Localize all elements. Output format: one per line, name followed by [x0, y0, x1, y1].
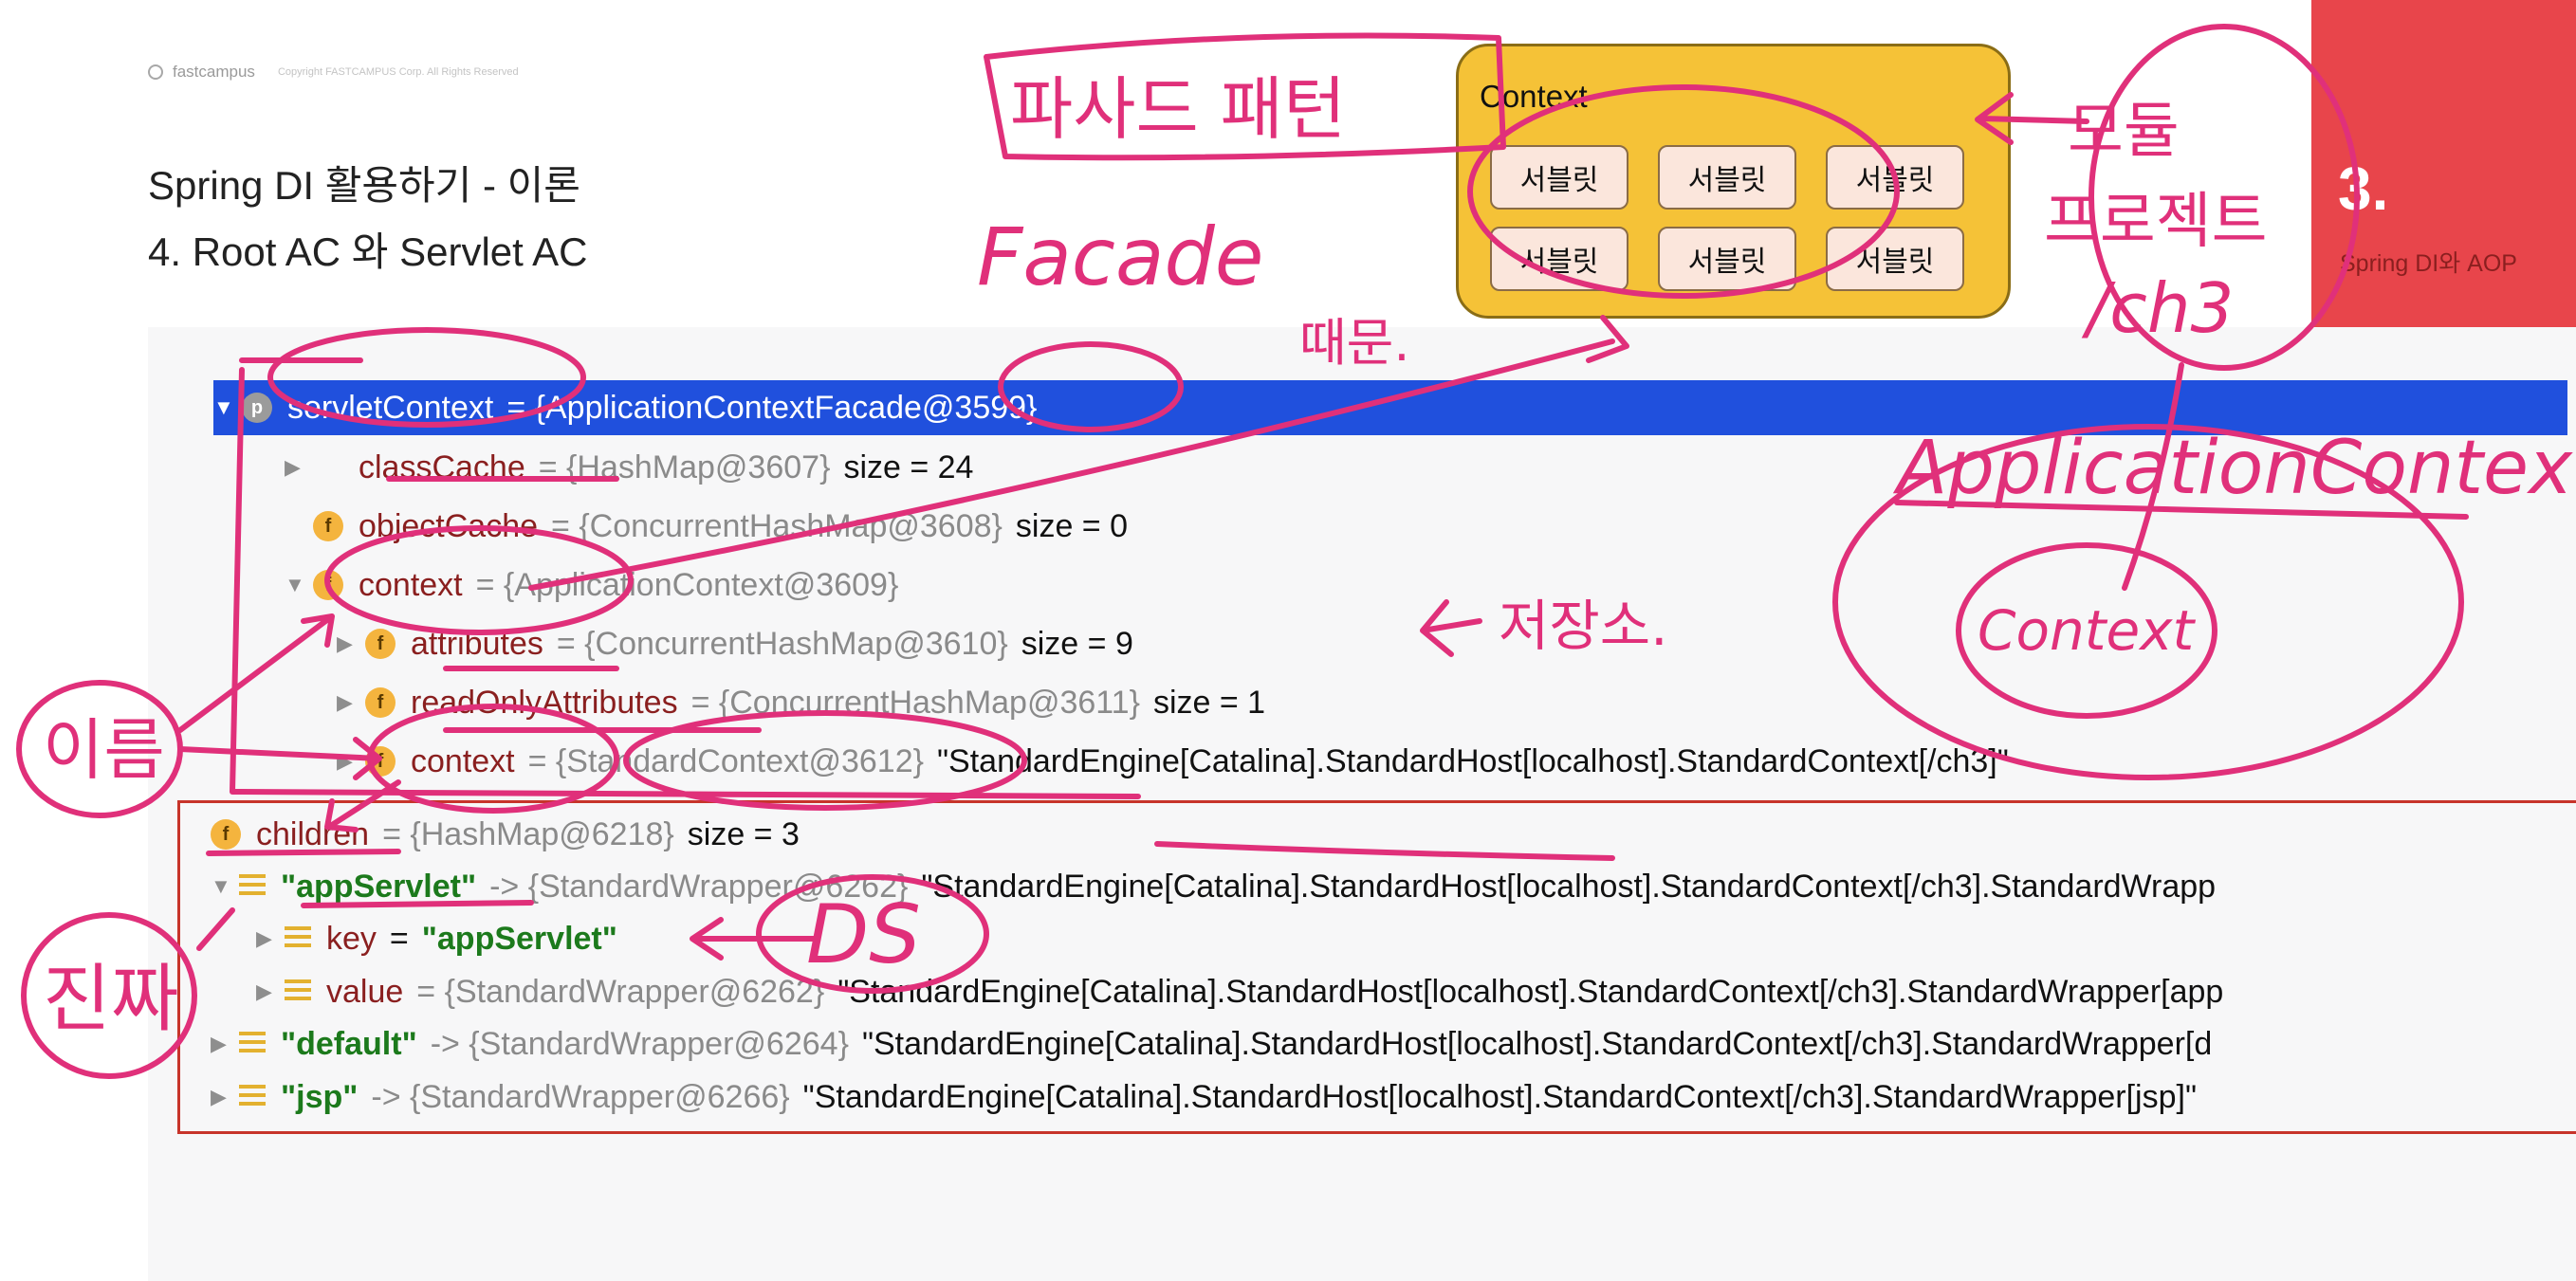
servlet-box: 서블릿	[1658, 145, 1796, 210]
field-icon: f	[365, 687, 396, 718]
variable-extra: "appServlet"	[421, 920, 617, 957]
chapter-name: Spring DI와 AOP	[2340, 250, 2517, 277]
map-entry-icon	[239, 1032, 266, 1056]
variable-value: = {StandardContext@3612}	[527, 742, 924, 779]
map-entry-icon	[285, 926, 311, 951]
slide-title: Spring DI 활용하기 - 이론	[148, 163, 580, 208]
expand-triangle-icon[interactable]: ▶	[211, 1032, 227, 1055]
copyright-text: Copyright FASTCAMPUS Corp. All Rights Re…	[277, 66, 519, 78]
variable-extra: "StandardEngine[Catalina].StandardHost[l…	[921, 868, 2217, 905]
context-diagram-title: Context	[1480, 79, 1588, 114]
context-diagram: Context 서블릿 서블릿 서블릿 서블릿 서블릿 서블릿	[1456, 44, 2011, 319]
expand-triangle-icon[interactable]: ▶	[285, 455, 301, 479]
collapse-triangle-icon[interactable]: ▼	[213, 395, 234, 419]
chapter-number: 3.	[2338, 155, 2389, 223]
expand-triangle-icon[interactable]: ▶	[256, 926, 272, 950]
property-icon: p	[242, 393, 272, 423]
variable-name: "appServlet"	[281, 868, 477, 905]
variable-value: = {ApplicationContextFacade@3599}	[506, 389, 1038, 426]
variable-name: "jsp"	[281, 1078, 359, 1115]
collapse-triangle-icon[interactable]: ▼	[285, 573, 305, 596]
expand-triangle-icon[interactable]: ▶	[337, 749, 353, 773]
servlet-box: 서블릿	[1490, 227, 1628, 291]
variable-name: "default"	[281, 1025, 417, 1062]
collapse-triangle-icon[interactable]: ▼	[211, 874, 231, 898]
variable-value: = {HashMap@3607}	[538, 448, 831, 485]
variable-extra: size = 0	[1015, 507, 1129, 544]
field-icon: f	[313, 570, 343, 600]
module-text: 모듈	[2068, 97, 2180, 167]
variable-extra: size = 9	[1021, 625, 1133, 662]
chapter-tab: 3. Spring DI와 AOP	[2311, 0, 2576, 373]
variable-value: = {StandardWrapper@6262}	[416, 973, 825, 1010]
variable-extra: "StandardEngine[Catalina].StandardHost[l…	[936, 742, 2009, 779]
tree-row-appServlet[interactable]: ▼ "appServlet" -> {StandardWrapper@6262}…	[211, 859, 2216, 914]
field-icon: f	[211, 819, 241, 850]
expand-triangle-icon[interactable]: ▶	[211, 1085, 227, 1108]
expand-triangle-icon[interactable]: ▶	[256, 979, 272, 1003]
variable-extra: size = 3	[687, 815, 800, 852]
tree-row-default[interactable]: ▶ "default" -> {StandardWrapper@6264} "S…	[211, 1016, 2212, 1071]
field-icon	[313, 452, 343, 483]
field-icon: f	[313, 511, 343, 541]
variable-value: = {ApplicationContext@3609}	[475, 566, 899, 603]
tree-row-servletContext[interactable]: ▼ p servletContext = {ApplicationContext…	[213, 380, 2567, 435]
facade-en-text: Facade	[977, 210, 1263, 303]
brand-logo: fastcampus Copyright FASTCAMPUS Corp. Al…	[148, 63, 519, 82]
expand-triangle-icon[interactable]: ▶	[337, 631, 353, 655]
servlet-box: 서블릿	[1490, 145, 1628, 210]
variable-name: classCache	[359, 448, 525, 485]
variable-name: attributes	[411, 625, 543, 662]
map-entry-icon	[239, 1085, 266, 1109]
servlet-box: 서블릿	[1826, 227, 1964, 291]
facade-kr-text: 파사드 패턴	[1010, 69, 1346, 149]
variable-name: servletContext	[287, 389, 494, 426]
project-text: 프로젝트	[2044, 187, 2268, 257]
slide-subtitle: 4. Root AC 와 Servlet AC	[148, 229, 588, 274]
brand-mark-icon	[148, 64, 163, 80]
variable-name: context	[359, 566, 463, 603]
variable-value: = {ConcurrentHashMap@3608}	[551, 507, 1003, 544]
variable-name: key	[326, 920, 377, 957]
tree-row-children[interactable]: f children = {HashMap@6218} size = 3	[211, 807, 800, 862]
map-entry-icon	[285, 979, 311, 1004]
variable-name: readOnlyAttributes	[411, 684, 678, 721]
variable-name: objectCache	[359, 507, 539, 544]
variable-extra: size = 24	[843, 448, 974, 485]
field-icon: f	[365, 746, 396, 777]
variable-extra: "StandardEngine[Catalina].StandardHost[l…	[802, 1078, 2198, 1115]
variable-value: = {HashMap@6218}	[382, 815, 674, 852]
map-entry-icon	[239, 874, 266, 899]
tree-row-value[interactable]: ▶ value = {StandardWrapper@6262} "Standa…	[256, 964, 2223, 1019]
variable-value: =	[389, 920, 409, 957]
variable-extra: "StandardEngine[Catalina].StandardHost[l…	[861, 1025, 2213, 1062]
tree-row-key[interactable]: ▶ key = "appServlet"	[256, 911, 617, 966]
variable-value: = {ConcurrentHashMap@3611}	[690, 684, 1140, 721]
name-text: 이름	[43, 711, 165, 789]
variable-name: context	[411, 742, 515, 779]
tree-row-standard-context[interactable]: ▶ f context = {StandardContext@3612} "St…	[337, 734, 2009, 789]
variable-value: -> {StandardWrapper@6266}	[371, 1078, 790, 1115]
variable-value: -> {StandardWrapper@6262}	[489, 868, 909, 905]
variable-name: value	[326, 973, 404, 1010]
tree-row-readOnlyAttributes[interactable]: ▶ f readOnlyAttributes = {ConcurrentHash…	[337, 675, 1265, 730]
servlet-box: 서블릿	[1826, 145, 1964, 210]
variable-name: children	[256, 815, 370, 852]
tree-row-attributes[interactable]: ▶ f attributes = {ConcurrentHashMap@3610…	[337, 616, 1133, 671]
tree-row-jsp[interactable]: ▶ "jsp" -> {StandardWrapper@6266} "Stand…	[211, 1070, 2197, 1125]
variable-extra: size = 1	[1152, 684, 1266, 721]
tree-row-classCache[interactable]: ▶ classCache = {HashMap@3607} size = 24	[285, 440, 973, 495]
field-icon: f	[365, 629, 396, 659]
variable-value: -> {StandardWrapper@6264}	[430, 1025, 849, 1062]
tree-row-objectCache[interactable]: f objectCache = {ConcurrentHashMap@3608}…	[313, 499, 1128, 554]
tree-row-context[interactable]: ▼ f context = {ApplicationContext@3609}	[285, 558, 898, 613]
variable-extra: "StandardEngine[Catalina].StandardHost[l…	[837, 973, 2224, 1010]
facade-box	[984, 32, 1506, 161]
servlet-box: 서블릿	[1658, 227, 1796, 291]
brand-name: fastcampus	[173, 63, 255, 81]
variable-value: = {ConcurrentHashMap@3610}	[556, 625, 1008, 662]
expand-triangle-icon[interactable]: ▶	[337, 690, 353, 714]
